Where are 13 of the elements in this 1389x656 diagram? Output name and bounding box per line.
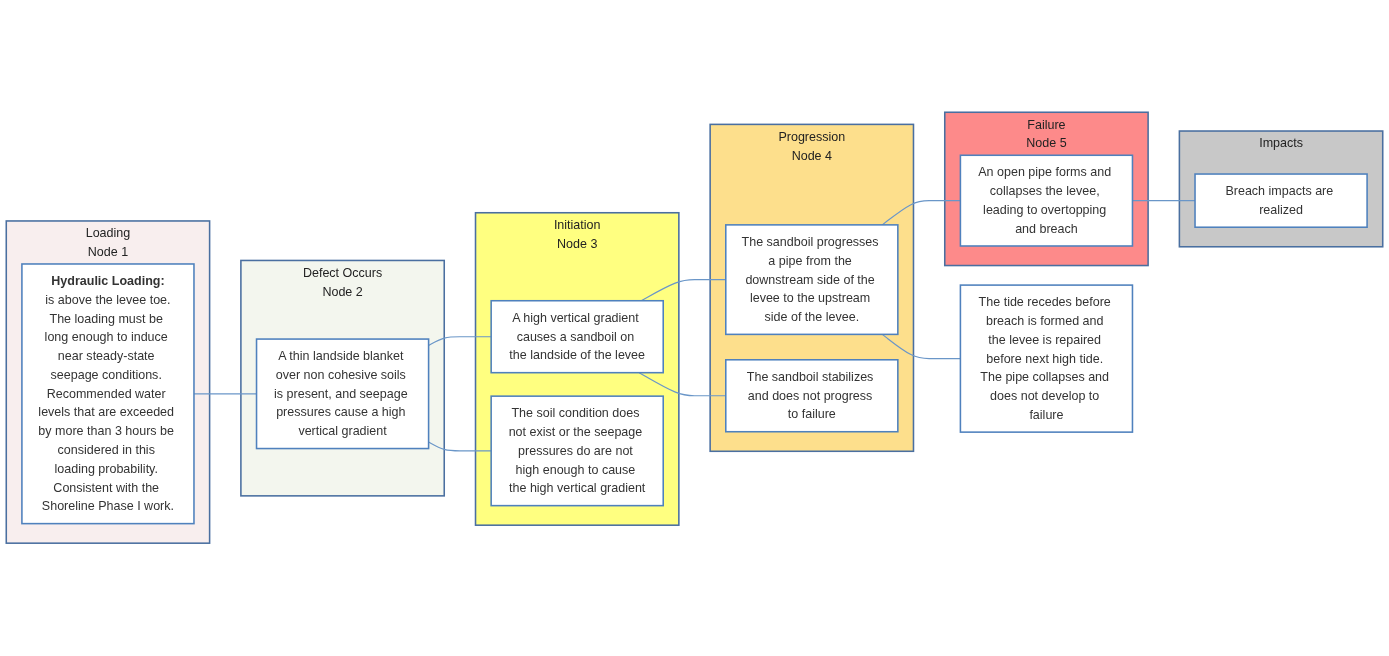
node-box: The soil condition does not exist or the seepage pressures do are not high enough to cause the high vertical gradient [490, 395, 664, 507]
connector [881, 334, 961, 360]
node-box: The sandboil stabilizes and does not progress to failure [725, 359, 899, 433]
node-box: A high vertical gradient causes a sandboil on the landside of the levee [490, 300, 664, 374]
node-box: Hydraulic Loading: is above the levee toe. The loading must be long enough to induce near steady-state seepage conditions. Recommended water levels that are exceeded by more than 3 hours be considered in this loading probability. Consistent with the Shoreline Phase I work. [21, 263, 195, 525]
node-box: Breach impacts are realized [1194, 173, 1368, 229]
node-box: A thin landside blanket over non cohesive soils is present, and seepage pressures cause a high vertical gradient [255, 338, 430, 450]
node-box: An open pipe forms and collapses the levee, leading to overtopping and breach [959, 154, 1134, 248]
connector [881, 200, 961, 226]
connector [428, 336, 492, 347]
connector [428, 441, 492, 452]
node-box: The tide recedes before breach is formed and the levee is repaired before next high tide. The pipe collapses and does not develop to failure [959, 284, 1134, 434]
node-box: The sandboil progresses a pipe from the downstream side of the levee to the upstream side of the levee. [725, 224, 899, 336]
